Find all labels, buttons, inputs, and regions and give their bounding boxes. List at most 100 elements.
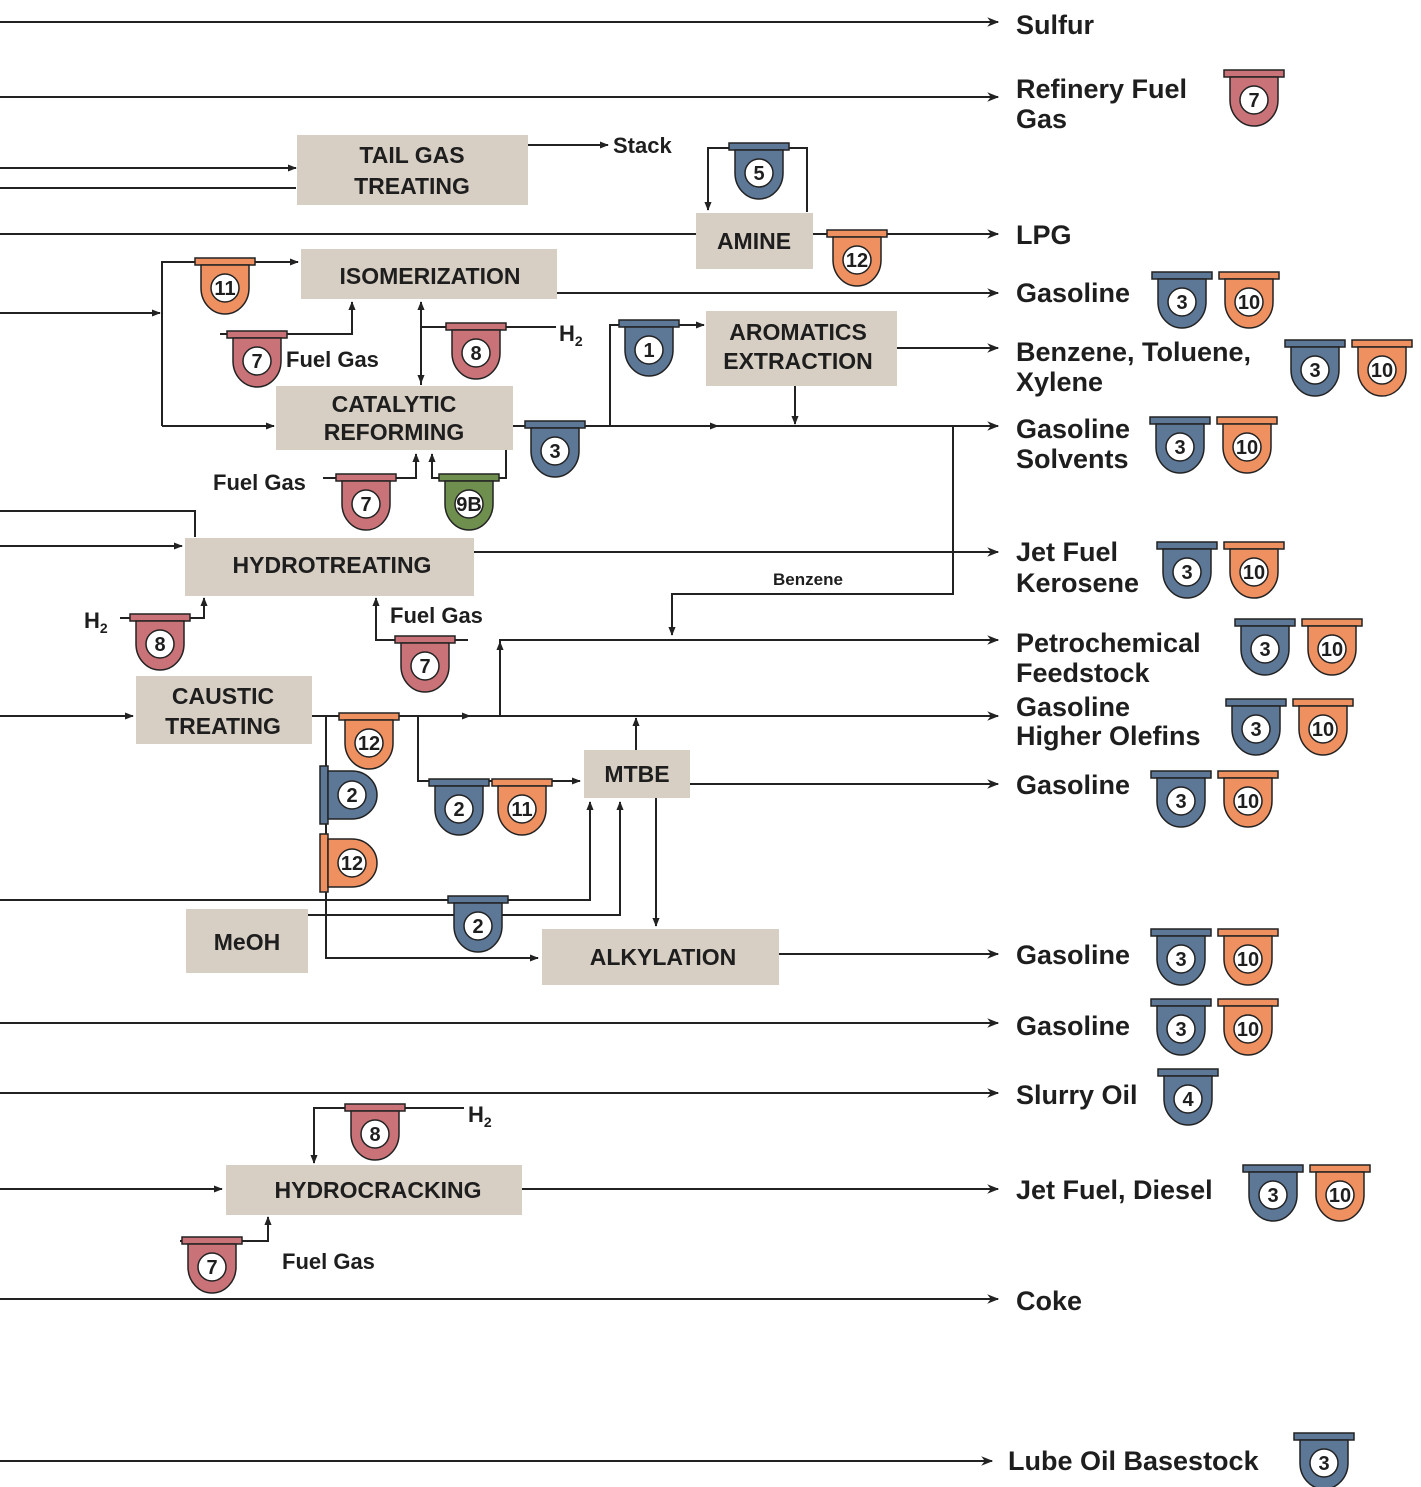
line-petrochem [499, 635, 1000, 716]
output-petrochem-2: Feedstock [1016, 658, 1151, 688]
tank-number-circle [210, 273, 240, 303]
line-feed-mtbe [0, 801, 594, 901]
tank-cap [728, 142, 790, 151]
tank-cap [1351, 339, 1413, 348]
tank-number-circle [1239, 85, 1269, 115]
aromatics-label-2: EXTRACTION [723, 348, 873, 374]
badge-olefins-3: 3 [1225, 698, 1287, 756]
tank-cap [445, 322, 507, 331]
tank-number: 1 [643, 340, 654, 362]
hydrotreating-label: HYDROTREATING [233, 552, 432, 578]
output-gasoline-olefins-2: Higher Olefins [1016, 721, 1201, 751]
tank-number-circle [1234, 287, 1264, 317]
flow-lines [0, 17, 1000, 1466]
line-benzene [668, 426, 954, 636]
unit-tail-gas-treating: TAIL GAS TREATING [297, 135, 528, 205]
tank-cap [1149, 416, 1211, 425]
unit-caustic-treating: CAUSTIC TREATING [136, 676, 312, 744]
badge-kerosene-3: 3 [1156, 541, 1218, 599]
tank-number: 4 [1182, 1089, 1194, 1111]
h2-label-iso: H2 [559, 321, 583, 349]
benzene-label: Benzene [773, 570, 843, 589]
tank-number-circle [540, 436, 570, 466]
reforming-label-2: REFORMING [324, 419, 465, 445]
badge-gasoline-iso-3: 3 [1151, 271, 1213, 329]
line-h2-hydrocrack [310, 1107, 464, 1164]
tank-number: 8 [154, 634, 165, 656]
tank-number: 3 [549, 441, 560, 463]
tank-cap [1150, 770, 1212, 779]
badge-mtbe-feed-2: 2 [428, 778, 490, 836]
tank-number: 2 [346, 785, 357, 807]
fuel-gas-label-iso: Fuel Gas [286, 347, 379, 372]
badge-refinery-fuel-gas: 7 [1223, 69, 1285, 127]
amine-label: AMINE [717, 228, 791, 254]
tank-number: 3 [1175, 949, 1186, 971]
tank-cap [129, 613, 191, 622]
tank-cap [428, 778, 490, 787]
tank-cap [1151, 271, 1213, 280]
badge-lpg: 12 [826, 229, 888, 287]
tank-cap [194, 257, 256, 266]
tank-number: 10 [1371, 360, 1393, 382]
output-refinery-fuel-gas-1: Refinery Fuel [1016, 74, 1187, 104]
tank-number-circle [1258, 1180, 1288, 1210]
badge-aromatics-feed: 1 [618, 319, 680, 377]
badge-olefins-10: 10 [1292, 698, 1354, 756]
tank-number-circle [1308, 714, 1338, 744]
tank-number-circle [360, 1119, 390, 1149]
tank-number: 10 [1236, 437, 1258, 459]
tank-number-circle [444, 794, 474, 824]
tank-number: 2 [472, 916, 483, 938]
tank-number: 10 [1312, 719, 1334, 741]
badge-meoh-feed: 2 [447, 895, 509, 953]
tank-number-circle [1166, 1014, 1196, 1044]
line-hydrotreat-in-1 [0, 510, 196, 537]
tank-cap [181, 1236, 243, 1245]
badge-lube: 3 [1293, 1432, 1355, 1487]
badge-mtbe-gasoline-3: 3 [1150, 770, 1212, 828]
tank-number-circle [461, 338, 491, 368]
tank-cap [226, 330, 288, 339]
badge-kerosene-10: 10 [1223, 541, 1285, 599]
tank-number-circle [351, 489, 381, 519]
output-gasoline-alkylate: Gasoline [1016, 940, 1130, 970]
tank-number-circle [1233, 944, 1263, 974]
unit-meoh: MeOH [186, 909, 308, 973]
caustic-label-1: CAUSTIC [172, 683, 274, 709]
tank-number: 3 [1259, 639, 1270, 661]
badge-fuel-gas-reformer: 7 [335, 473, 397, 531]
alkylation-label: ALKYLATION [590, 944, 737, 970]
tank-cap [1225, 698, 1287, 707]
tank-number: 3 [1309, 360, 1320, 382]
tank-cap [1218, 271, 1280, 280]
h2-label-hydrocrack: H2 [468, 1102, 492, 1130]
tank-number-circle [507, 794, 537, 824]
h2-label-hydrotreat: H2 [84, 608, 108, 636]
tank-cap [1223, 541, 1285, 550]
tank-number-circle [634, 335, 664, 365]
unit-isomerization: ISOMERIZATION [301, 249, 557, 299]
caustic-label-2: TREATING [165, 713, 281, 739]
tank-number-circle [1239, 557, 1269, 587]
badge-alkylate-10: 10 [1217, 928, 1279, 986]
tank-cap [1293, 1432, 1355, 1441]
tank-cap [491, 778, 553, 787]
badge-gasoline-iso-10: 10 [1218, 271, 1280, 329]
badge-gasoline-3: 3 [1150, 998, 1212, 1056]
output-gasoline: Gasoline [1016, 1011, 1130, 1041]
h2-text: H [84, 608, 100, 633]
tank-number-circle [744, 158, 774, 188]
tank-number-circle [454, 489, 484, 519]
badge-gasoline-10: 10 [1217, 998, 1279, 1056]
tank-cap [1309, 1164, 1371, 1173]
output-gasoline-mtbe: Gasoline [1016, 770, 1130, 800]
tank-cap [524, 420, 586, 429]
output-refinery-fuel-gas-2: Gas [1016, 104, 1067, 134]
tank-cap [1157, 1068, 1219, 1077]
tank-number: 11 [511, 799, 532, 821]
tank-cap [1150, 928, 1212, 937]
tank-number: 11 [214, 278, 235, 300]
tank-number: 10 [1329, 1185, 1351, 1207]
